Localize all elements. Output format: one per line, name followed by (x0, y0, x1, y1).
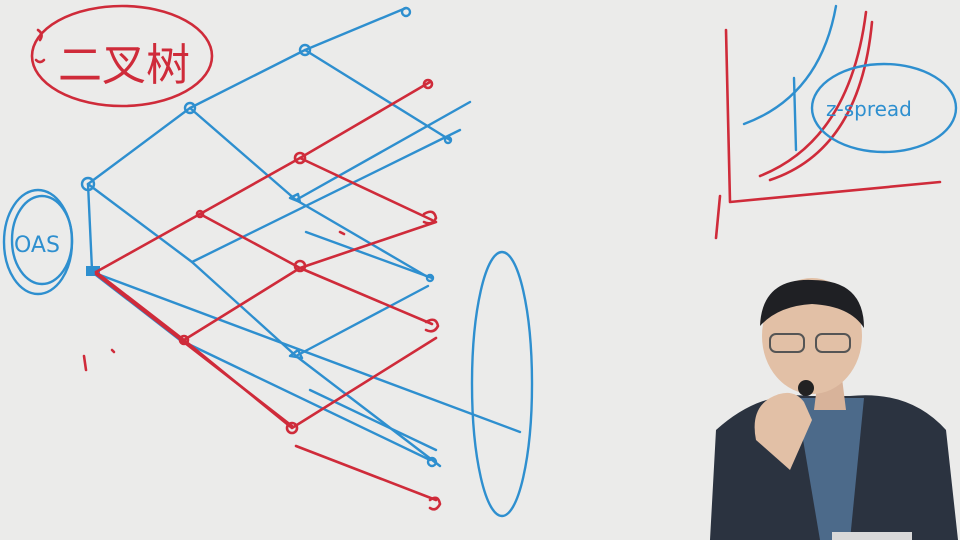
blue-branch (308, 388, 438, 452)
red-branch (298, 220, 438, 270)
blue-node (183, 101, 197, 115)
blue-branch (294, 100, 472, 202)
blue-branch (90, 270, 432, 462)
blue-branch (90, 270, 522, 434)
blue-node (426, 456, 438, 468)
presenter-laptop (832, 532, 912, 540)
title-annotation: 二叉树 (30, 4, 214, 108)
red-branch (182, 336, 438, 430)
red-tick-marks (82, 348, 116, 372)
sketch-blue-vertical (792, 76, 798, 152)
blue-branch (304, 230, 434, 280)
sketch-axis-tick (714, 194, 722, 240)
root-vertical-link (86, 182, 94, 272)
presenter-shirt (796, 398, 864, 540)
red-node (428, 496, 442, 511)
blue-branch (86, 182, 442, 468)
red-upper-path (94, 80, 432, 274)
blue-branch (294, 284, 430, 358)
root-node (86, 266, 100, 276)
red-binomial-tree (82, 78, 442, 511)
spread-label: z-spread (826, 97, 912, 121)
spread-sketch: z-spread (714, 4, 958, 240)
presenter-glasses-right (815, 333, 851, 353)
blue-branch (303, 48, 452, 142)
presenter-microphone (798, 380, 814, 396)
blue-node (425, 273, 435, 283)
blue-node (443, 135, 453, 145)
red-node (195, 209, 205, 219)
red-node (422, 210, 438, 225)
blue-node (400, 6, 412, 18)
red-node (178, 334, 190, 346)
sketch-red-curve (758, 10, 868, 178)
presenter-glasses-left (769, 333, 805, 353)
blue-branch (190, 128, 462, 264)
oas-circle-inner (10, 194, 74, 286)
presenter-hair (760, 279, 864, 328)
red-branch (294, 444, 438, 502)
sketch-blue-curve (742, 4, 838, 126)
red-branch (94, 266, 302, 342)
red-branch (94, 272, 294, 428)
spread-circle (810, 62, 958, 154)
blue-node (288, 192, 302, 204)
red-node (422, 78, 434, 90)
blue-node (298, 43, 312, 57)
title-circle (30, 4, 214, 108)
red-tick-marks (338, 230, 346, 236)
title-stroke-mark (34, 28, 46, 64)
sketch-axes (724, 28, 942, 204)
presenter-video (710, 278, 958, 540)
blue-binomial-tree (80, 6, 522, 468)
root-node-top (80, 176, 96, 192)
presenter-hand (754, 392, 812, 470)
blue-upper-path (86, 6, 408, 186)
title-text: 二叉树 (58, 40, 190, 91)
red-node (293, 151, 307, 165)
red-node (285, 421, 299, 435)
oas-label: OAS (14, 233, 60, 258)
red-branch (298, 156, 434, 222)
oas-annotation: OAS (2, 188, 74, 296)
sketch-red-curve (768, 20, 874, 182)
red-node (293, 259, 307, 273)
terminal-nodes-ellipse (470, 250, 534, 518)
red-node (424, 318, 440, 333)
blue-node (288, 348, 304, 360)
